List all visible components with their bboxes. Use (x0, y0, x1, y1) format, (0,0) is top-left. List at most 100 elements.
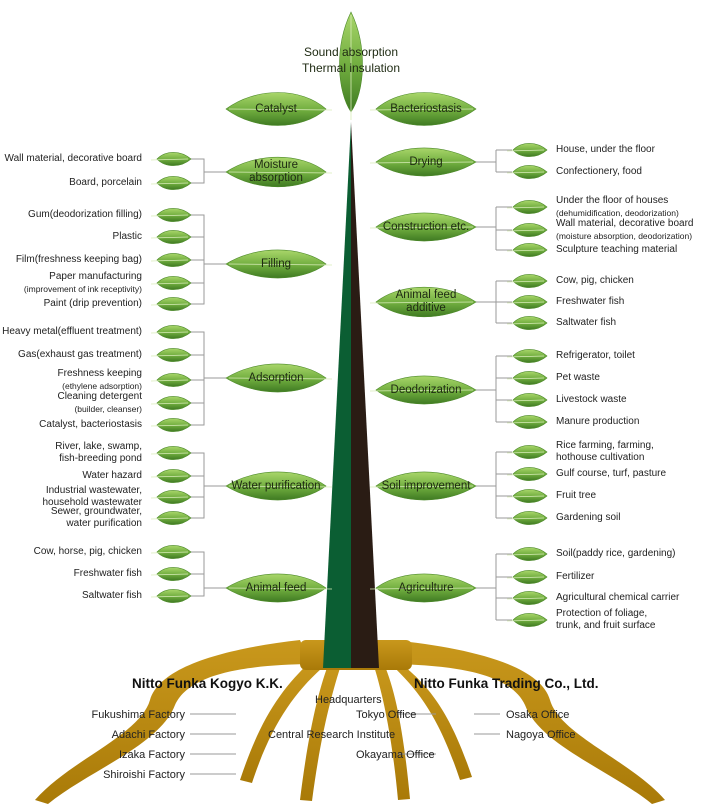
left-item-label: Board, porcelain (69, 177, 142, 189)
left-item-leaf (150, 253, 192, 267)
left-item-leaf (150, 446, 192, 460)
right-item-label: Refrigerator, toilet (556, 350, 635, 362)
right-item-leaf (506, 547, 548, 561)
left-category-leaf-5 (225, 573, 333, 603)
right-item-text: Livestock waste (556, 394, 627, 405)
right-item-label: Protection of foliage,trunk, and fruit s… (556, 608, 656, 632)
left-item-text: River, lake, swamp, (55, 441, 142, 452)
right-item-label: Rice farming, farming,hothouse cultivati… (556, 440, 654, 464)
left-item-label: Wall material, decorative board (5, 153, 142, 165)
left-item-leaf (150, 469, 192, 483)
right-item-label: Soil(paddy rice, gardening) (556, 548, 676, 560)
left-item-text: Plastic (112, 231, 142, 242)
right-item-leaf (506, 349, 548, 363)
left-item-text: Catalyst, bacteriostasis (39, 419, 142, 430)
company-right-name: Nitto Funka Trading Co., Ltd. (414, 676, 599, 691)
right-item-leaf (506, 295, 548, 309)
right-item-leaf (506, 243, 548, 257)
right-item-leaf (506, 467, 548, 481)
right-item-text: Refrigerator, toilet (556, 350, 635, 361)
left-item-label: Cow, horse, pig, chicken (34, 546, 142, 558)
right-item-text: Under the floor of houses (556, 195, 669, 206)
right-item-leaf (506, 613, 548, 627)
left-item-text: (improvement of ink receptivity) (23, 284, 142, 294)
left-item-label: Sewer, groundwater,water purification (51, 506, 142, 530)
factory-label: Izaka Factory (118, 749, 185, 761)
right-item-text: trunk, and fruit surface (556, 620, 656, 631)
left-item-text: Cleaning detergent (57, 391, 142, 402)
left-item-text: Industrial wastewater, (45, 485, 142, 496)
left-category-leaf-0 (225, 92, 333, 126)
right-item-text: (dehumidification, deodorization) (556, 208, 679, 218)
right-item-leaf (506, 143, 548, 157)
factory-label: Shiroishi Factory (103, 769, 185, 781)
factory-label: Adachi Factory (111, 729, 185, 741)
right-category-leaf-5 (369, 471, 477, 501)
right-category-label: Agriculture (398, 581, 454, 594)
right-item-leaf (506, 489, 548, 503)
right-category-leaf-6 (369, 573, 477, 603)
left-item-leaf (150, 373, 192, 387)
left-item-label: Cleaning detergent(builder, cleanser) (57, 391, 142, 415)
left-item-text: Film(freshness keeping bag) (15, 254, 142, 265)
left-item-leaf (150, 589, 192, 603)
connector-lines (190, 149, 512, 775)
left-item-text: Cow, horse, pig, chicken (33, 546, 142, 557)
left-item-leaf (150, 176, 192, 190)
left-item-label: Film(freshness keeping bag) (16, 254, 142, 266)
right-item-label: Gardening soil (556, 512, 620, 524)
left-item-leaf (150, 297, 192, 311)
top-label-line1: Sound absorption (303, 45, 399, 59)
right-category-leaf-1 (369, 147, 477, 177)
left-item-leaf (150, 325, 192, 339)
right-item-leaf (506, 445, 548, 459)
right-item-label: Gulf course, turf, pasture (556, 468, 666, 480)
right-item-text: Wall material, decorative board (556, 218, 694, 229)
left-category-label: Filling (260, 257, 292, 270)
research-institute-label: Central Research Institute (268, 729, 396, 741)
right-category-leaf-3 (369, 286, 477, 318)
right-item-label: Confectionery, food (556, 166, 642, 178)
left-item-text: Sewer, groundwater, (50, 506, 142, 517)
right-item-text: Gulf course, turf, pasture (556, 468, 667, 479)
right-item-text: Pet waste (556, 372, 600, 383)
right-item-label: Fertilizer (556, 571, 594, 583)
right-item-label: Fruit tree (556, 490, 596, 502)
left-item-label: Plastic (113, 231, 142, 243)
left-item-leaf (150, 511, 192, 525)
left-item-text: Heavy metal(effluent treatment) (2, 326, 142, 337)
left-item-leaf (150, 230, 192, 244)
left-item-leaf (150, 490, 192, 504)
left-item-text: Saltwater fish (81, 590, 142, 601)
top-leaf (339, 11, 363, 120)
right-item-leaf (506, 200, 548, 214)
right-item-text: (moisture absorption, deodorization) (556, 231, 693, 241)
left-category-leaf-3 (225, 363, 333, 393)
left-item-text: Paper manufacturing (49, 271, 142, 282)
left-category-leaf-4 (225, 471, 333, 501)
right-item-leaf (506, 223, 548, 237)
left-item-label: Catalyst, bacteriostasis (39, 419, 142, 431)
left-item-text: Freshness keeping (57, 368, 143, 379)
right-item-label: Livestock waste (556, 394, 627, 406)
left-item-text: Wall material, decorative board (4, 153, 142, 164)
right-item-text: Manure production (556, 416, 640, 427)
right-category-label: Animal feed additive (395, 289, 457, 314)
left-item-label: Paper manufacturing (improvement of ink r… (24, 271, 142, 295)
left-item-leaf (150, 348, 192, 362)
left-item-label: Heavy metal(effluent treatment) (2, 326, 142, 338)
factory-label: Fukushima Factory (91, 709, 185, 721)
right-item-text: Gardening soil (556, 512, 621, 523)
right-item-label: Agricultural chemical carrier (556, 592, 679, 604)
right-item-label: Cow, pig, chicken (556, 275, 634, 287)
trunk (323, 122, 379, 668)
right-item-text: Soil(paddy rice, gardening) (556, 548, 676, 559)
right-category-label: Soil improvement (381, 479, 471, 492)
left-item-label: Gum(deodorization filling) (28, 209, 142, 221)
headquarters-label: Headquarters (315, 694, 382, 706)
right-item-text: Freshwater fish (556, 296, 625, 307)
left-item-leaf (150, 276, 192, 290)
right-item-leaf (506, 274, 548, 288)
right-item-text: Fertilizer (556, 571, 595, 582)
